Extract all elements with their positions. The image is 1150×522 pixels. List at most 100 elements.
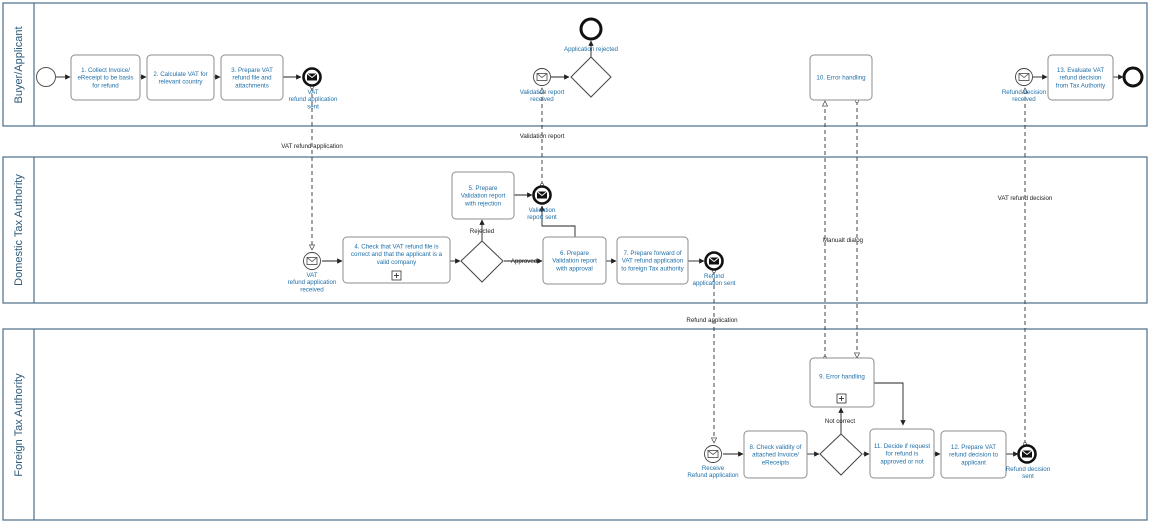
task-label-line: eReceipts [762, 459, 790, 466]
task-label-line: 8. Check validity of [750, 444, 802, 451]
envelope-icon [306, 257, 318, 265]
task-label-line: refund file and [232, 75, 272, 82]
task-label-line: Validation report [461, 193, 506, 200]
end-event-application-rejected[interactable] [579, 17, 603, 41]
envelope-icon [708, 257, 720, 265]
gateway-validation-result[interactable] [570, 56, 612, 98]
envelope-icon [306, 73, 318, 81]
event-label-line: sent [307, 103, 319, 110]
event-label-line: Application rejected [564, 46, 619, 53]
event-label-line: VAT [306, 272, 317, 279]
task-label-line: Validation report [552, 258, 597, 265]
subprocess-marker-icon[interactable] [836, 393, 847, 404]
task-label-line: 13. Evaluate VAT [1057, 67, 1104, 74]
message-flows [312, 87, 1025, 444]
envelope-icon [536, 73, 548, 81]
msg-catch-receive-refund-application[interactable] [704, 445, 722, 463]
label-manual-dialog: Manualt dialog [823, 237, 864, 244]
task-label-line: eReceipt to be basis [77, 75, 133, 82]
task-label-line: 6. Prepare [560, 250, 589, 257]
subprocess-marker-icon[interactable] [391, 270, 402, 281]
label-not-correct: Not correct [825, 418, 856, 425]
event-label-line: VAT [307, 89, 318, 96]
task-label-line: relevant country [158, 79, 203, 86]
msg-throw-validation-report-sent[interactable] [532, 185, 552, 205]
task-label-line: with approval [555, 265, 592, 272]
task-label-line: refund decision to [949, 452, 998, 459]
gateway-validity-result[interactable] [819, 433, 863, 476]
msg-throw-refund-application-sent[interactable] [704, 251, 724, 271]
sequence-flows [56, 40, 1124, 457]
gateway-check-result[interactable] [460, 240, 504, 283]
msg-throw-vat-refund-application-sent[interactable] [302, 67, 322, 87]
label-validation-report: Validation report [520, 133, 565, 140]
label-refund-application: Refund application [686, 317, 738, 324]
task-label-line: approved or not [880, 458, 924, 465]
event-label-line: Validation [529, 207, 556, 214]
event-label-line: Refund decision [1002, 89, 1047, 96]
label-vat-refund-decision: VAT refund decision [998, 195, 1053, 202]
task-label-line: to foreign Tax authority [621, 265, 684, 272]
start-event[interactable] [36, 67, 56, 87]
task-label-line: refund decision [1060, 75, 1103, 82]
task-t10[interactable]: 10. Error handling [809, 54, 873, 101]
label-vat-refund-application: VAT refund application [281, 143, 343, 150]
event-label-line: Refund application [687, 472, 739, 479]
event-label-line: refund application [288, 279, 337, 286]
task-label-line: 1. Collect Invoice/ [81, 67, 130, 74]
lane-label-domestic: Domestic Tax Authority [13, 174, 25, 286]
task-label-line: attachments [235, 82, 269, 89]
label-rejected: Rejected [470, 228, 495, 235]
task-label-line: 4. Check that VAT refund file is [354, 244, 438, 251]
event-label-line: Receive [702, 465, 725, 472]
event-label-line: Refund [704, 273, 725, 280]
task-label-line: 10. Error handling [816, 75, 866, 82]
envelope-icon [1018, 73, 1030, 81]
msg-catch-validation-report-received[interactable] [533, 68, 551, 86]
end-event-buyer[interactable] [1122, 66, 1144, 88]
lane-buyer: Buyer/Applicant [2, 2, 1148, 127]
task-label-line: for refund [92, 82, 119, 89]
task-label-line: applicant [961, 459, 986, 466]
task-label-line: from Tax Authority [1056, 82, 1106, 89]
task-label-line: 5. Prepare [469, 185, 498, 192]
event-label-application-rejected: Application rejected [564, 46, 619, 53]
flow-labels: VAT refund application Validation report… [281, 133, 1053, 425]
msg-catch-vat-refund-application-received[interactable] [303, 252, 321, 270]
task-label-line: with rejection [464, 200, 502, 207]
task-label-line: 7. Prepare forward of [623, 250, 681, 257]
msg-throw-refund-decision-sent[interactable] [1017, 444, 1037, 464]
seq-t6-valsent [539, 205, 576, 237]
task-label-line: attached Invoice/ [752, 452, 799, 459]
task-label-line: 3. Prepare VAT [231, 67, 273, 74]
event-label-line: report sent [527, 214, 557, 221]
task-t9[interactable]: 9. Error handling [809, 357, 875, 408]
msg-catch-refund-decision-received[interactable] [1015, 68, 1033, 86]
